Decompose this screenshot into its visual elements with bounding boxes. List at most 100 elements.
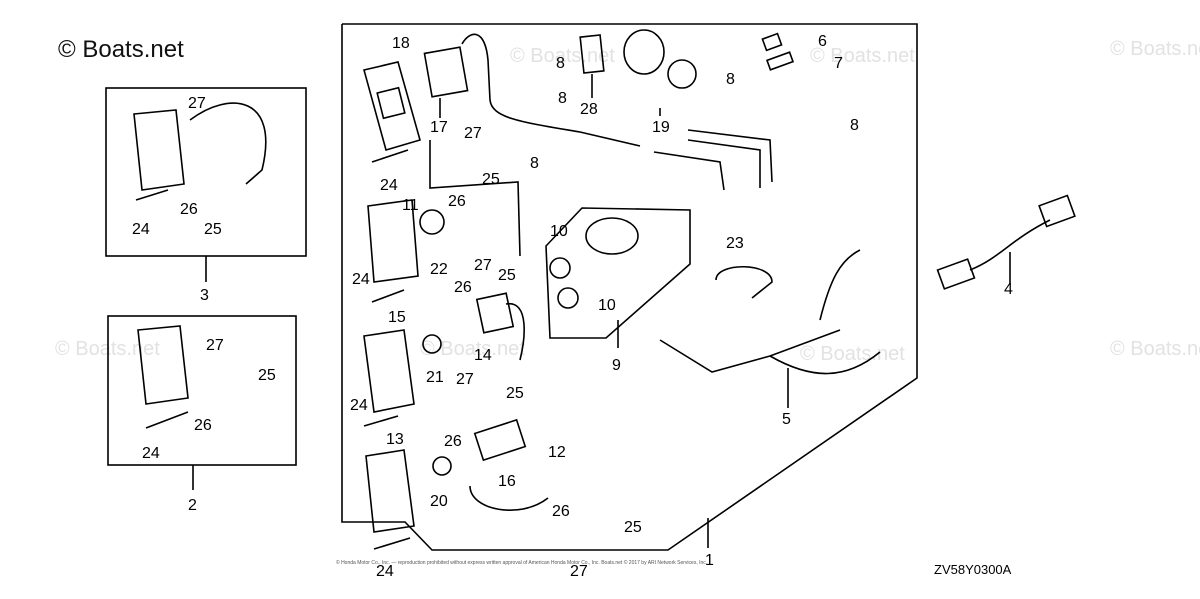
part-5-harness	[659, 329, 841, 373]
callout-12: 12	[548, 444, 566, 461]
watermark: © Boats.net	[810, 45, 915, 67]
part-4-harness	[969, 219, 1051, 271]
callout-5: 5	[782, 411, 791, 428]
callout-18: 18	[392, 35, 410, 52]
part-19-buzzer	[623, 29, 665, 75]
callout-27: 27	[188, 95, 206, 112]
callout-3: 3	[200, 287, 209, 304]
callout-24: 24	[352, 271, 370, 288]
part-14-switch	[475, 292, 515, 334]
part-19-grille	[667, 59, 697, 89]
callout-23: 23	[726, 235, 744, 252]
part-10-key	[557, 287, 579, 309]
copyright-label: © Boats.net	[58, 36, 184, 63]
part-14-wire	[505, 303, 525, 361]
callout-26: 26	[448, 193, 466, 210]
part-18-panel	[363, 61, 421, 151]
main-group-outline	[341, 23, 918, 551]
wire-tube	[687, 129, 773, 183]
callout-13: 13	[386, 431, 404, 448]
kit-box-2	[107, 315, 297, 466]
part-5-branch	[819, 249, 861, 321]
watermark: © Boats.net	[510, 45, 615, 67]
callout-8: 8	[556, 55, 565, 72]
callout-28: 28	[580, 101, 598, 118]
kit2-screw	[145, 411, 189, 429]
fine-print: © Honda Motor Co., Inc. — reproduction p…	[336, 560, 708, 566]
callout-27: 27	[206, 337, 224, 354]
part-13-panel	[365, 449, 415, 533]
part-18-window	[376, 86, 406, 120]
watermark: © Boats.net	[1110, 38, 1200, 60]
callout-25: 25	[204, 221, 222, 238]
part-21-nut	[422, 334, 442, 354]
callout-25: 25	[498, 267, 516, 284]
part-17-switch	[423, 46, 469, 98]
callout-8: 8	[726, 71, 735, 88]
callout-19: 19	[652, 119, 670, 136]
callout-25: 25	[506, 385, 524, 402]
kit3-wire	[189, 102, 267, 185]
diagram-code: ZV58Y0300A	[934, 562, 1012, 577]
watermark: © Boats.net	[420, 338, 525, 360]
callout-26: 26	[180, 201, 198, 218]
wire-tube	[653, 151, 725, 191]
callout-24: 24	[132, 221, 150, 238]
callout-8: 8	[530, 155, 539, 172]
callout-14: 14	[474, 347, 492, 364]
callout-24: 24	[376, 563, 394, 580]
callout-6: 6	[818, 33, 827, 50]
part-11-panel	[367, 199, 419, 283]
main-cable	[461, 33, 641, 147]
callout-26: 26	[444, 433, 462, 450]
screw-24	[371, 289, 405, 303]
callout-27: 27	[456, 371, 474, 388]
callout-11: 11	[402, 197, 419, 214]
part-5-harness	[769, 351, 881, 375]
part-28-clip	[579, 34, 605, 74]
bracket-line	[429, 140, 521, 257]
part-6-cap	[761, 32, 783, 52]
callout-9: 9	[612, 357, 621, 374]
callout-27: 27	[474, 257, 492, 274]
watermark: © Boats.net	[1110, 338, 1200, 360]
callout-22: 22	[430, 261, 448, 278]
callout-17: 17	[430, 119, 448, 136]
screw-24	[373, 537, 411, 550]
callout-25: 25	[482, 171, 500, 188]
part-22-seal	[419, 209, 445, 235]
callout-8: 8	[558, 90, 567, 107]
callout-4: 4	[1004, 281, 1013, 298]
callout-1: 1	[705, 552, 714, 569]
part-9-body	[585, 217, 639, 255]
part-16-cable	[469, 485, 549, 511]
callout-20: 20	[430, 493, 448, 510]
callout-25: 25	[624, 519, 642, 536]
part-15-panel	[363, 329, 415, 413]
part-23-clamp	[715, 265, 773, 299]
callout-10: 10	[550, 223, 568, 240]
callout-27: 27	[464, 125, 482, 142]
callout-26: 26	[194, 417, 212, 434]
callout-labels: 1 2 3 4 5 6 7 8 8 8 8 8 9 10 10 11 12 13…	[132, 33, 1013, 580]
callout-25: 25	[258, 367, 276, 384]
part-9-group	[545, 207, 691, 339]
watermark: © Boats.net	[800, 343, 905, 365]
part-12-solenoid	[473, 418, 527, 462]
callout-24: 24	[142, 445, 160, 462]
kit3-screw	[135, 189, 169, 201]
kit3-switch-plate	[133, 109, 185, 191]
part-4-connector	[936, 258, 976, 290]
callout-2: 2	[188, 497, 197, 514]
part-20-nut	[432, 456, 452, 476]
callout-26: 26	[454, 279, 472, 296]
callout-24: 24	[350, 397, 368, 414]
screw-24	[363, 415, 399, 427]
callout-21: 21	[426, 369, 444, 386]
callout-26: 26	[552, 503, 570, 520]
wire-tube	[687, 139, 761, 188]
callout-27: 27	[570, 563, 588, 580]
callout-7: 7	[834, 55, 843, 72]
callout-24: 24	[380, 177, 398, 194]
